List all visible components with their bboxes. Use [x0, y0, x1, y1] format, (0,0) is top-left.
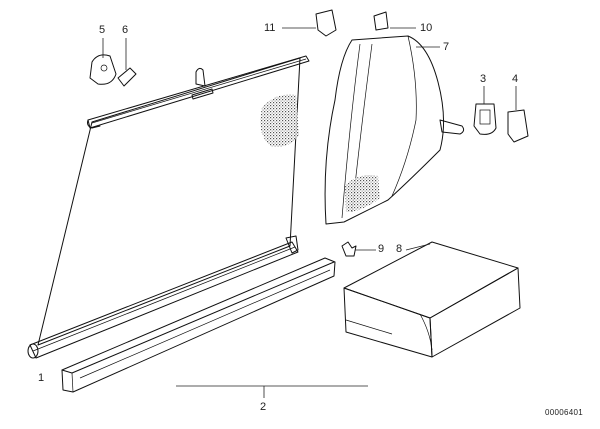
sunblind-roller-blind [27, 55, 310, 359]
callout-11: 11 [264, 22, 276, 34]
clip-parts-3-4 [473, 103, 529, 143]
hook-parts [89, 54, 137, 87]
callout-8: 8 [396, 243, 403, 255]
leader-lines [102, 27, 517, 398]
callout-10: 10 [420, 22, 433, 34]
callout-4: 4 [512, 73, 519, 85]
bracket-parts-10-11 [315, 9, 389, 37]
callout-2: 2 [260, 401, 267, 413]
callout-3: 3 [480, 73, 487, 85]
callout-5: 5 [99, 24, 106, 36]
clip-part [341, 241, 357, 257]
callout-1: 1 [38, 372, 45, 384]
callout-7: 7 [443, 41, 450, 53]
callout-6: 6 [122, 24, 129, 36]
reference-number: 00006401 [545, 408, 583, 417]
package-box [343, 241, 521, 358]
cover-trim-strip [61, 257, 336, 393]
callout-9: 9 [378, 243, 385, 255]
side-window-shade [324, 35, 465, 225]
